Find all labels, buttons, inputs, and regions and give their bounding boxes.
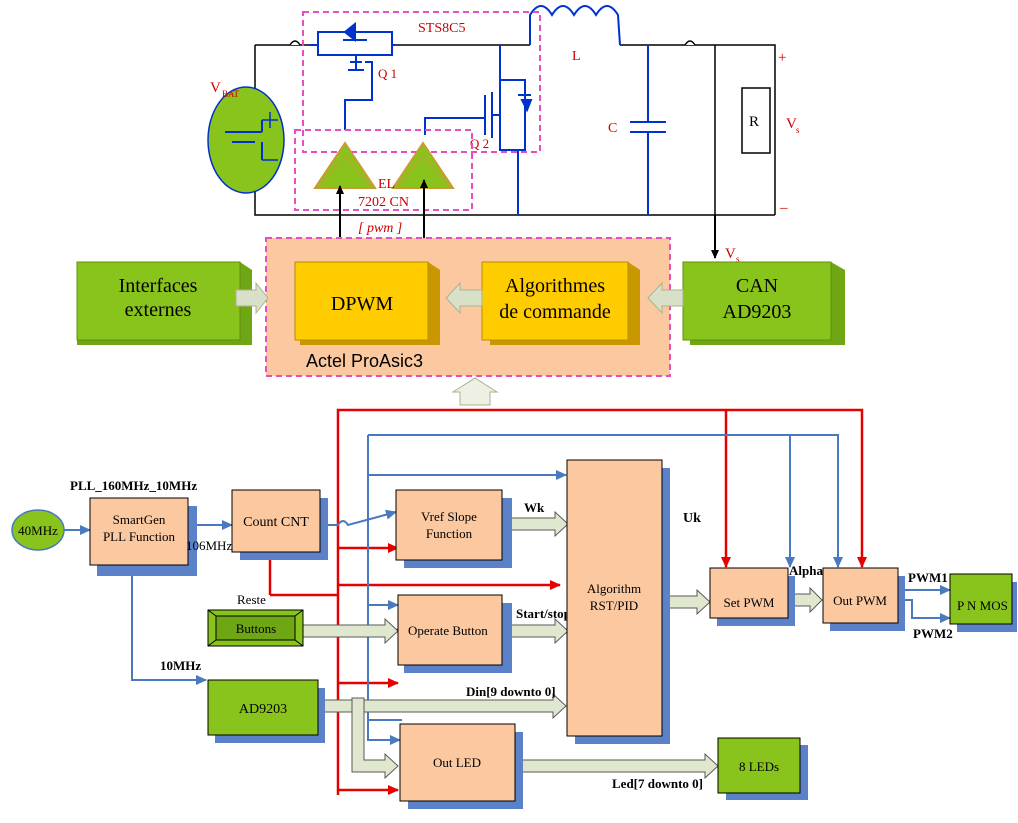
capacitor-symbol	[630, 45, 666, 215]
pwm-bus-label: [ pwm ]	[358, 221, 402, 236]
fpga-section: [ pwm ] Actel ProAsic3 Interfaces extern…	[76, 221, 845, 406]
vs-feedback-label: V	[725, 246, 736, 262]
buttons-bevel	[207, 609, 304, 647]
out-pwm-label: Out PWM	[833, 593, 887, 608]
q1-label: Q 1	[378, 66, 397, 81]
driver-box	[294, 129, 473, 211]
interfaces-label-1: Interfaces	[119, 275, 198, 297]
battery-terminals	[262, 112, 278, 161]
led-bus-arrow	[514, 752, 719, 780]
alpha-label: Alpha	[789, 563, 823, 578]
pnmos-block	[949, 573, 1013, 625]
buttons-label: Buttons	[236, 621, 276, 636]
battery-label: V	[210, 80, 221, 96]
inductor-symbol	[529, 5, 621, 46]
ad9203-label: AD9203	[239, 702, 287, 717]
set-pwm-label: Set PWM	[724, 595, 775, 610]
ad9203-block	[207, 679, 319, 736]
inductor-label: L	[572, 49, 581, 64]
uk-label: Uk	[683, 511, 701, 526]
out-pwm-block	[822, 567, 899, 624]
buttons-to-operate-arrow	[301, 617, 399, 645]
vref-label-2: Function	[426, 526, 473, 541]
can-label-2: AD9203	[723, 301, 792, 323]
ad-to-led-arrow	[351, 697, 399, 780]
pll-label-2: PLL Function	[103, 529, 176, 544]
din-bus-arrow	[309, 692, 567, 720]
resistor-symbol	[741, 87, 771, 154]
out-led-block	[399, 723, 516, 802]
mosfet-package-label: STS8C5	[418, 21, 465, 36]
top-wire-right	[620, 44, 776, 215]
fpga-name: Actel ProAsic3	[306, 351, 423, 371]
interfaces-block	[76, 261, 241, 341]
battery-label-sub: BAT	[222, 89, 240, 99]
can-to-algo-arrow	[647, 281, 684, 315]
up-block-arrow	[451, 377, 499, 406]
algorithm-label-2: RST/PID	[590, 598, 638, 613]
algorithm-block	[566, 459, 663, 737]
pll-label-1: SmartGen	[113, 512, 166, 527]
q2-label: Q 2	[470, 136, 489, 151]
output-voltage-label: V	[786, 116, 797, 132]
start-stop-label: Start/stop	[516, 606, 571, 621]
interfaces-to-dpwm-arrow	[235, 281, 269, 315]
pnmos-label: P N MOS	[957, 598, 1008, 613]
led-bus-label: Led[7 downto 0]	[612, 776, 703, 791]
pll-block	[89, 497, 189, 566]
plus-sign: +	[778, 50, 786, 66]
wire-bump	[684, 40, 696, 46]
battery-icon	[207, 86, 285, 194]
algo-block	[481, 261, 629, 341]
oscillator-icon	[11, 509, 65, 551]
algo-label-2: de commande	[499, 301, 611, 323]
oscillator-label: 40MHz	[18, 523, 58, 538]
minus-sign: –	[779, 200, 788, 216]
operate-block	[397, 594, 503, 666]
dpwm-block	[294, 261, 429, 341]
battery-plates	[225, 120, 263, 160]
interfaces-label-2: externes	[125, 299, 192, 321]
power-circuit: L C R + – V s V BAT Q 1	[207, 5, 800, 264]
driver-label-2: 7202 CN	[358, 195, 409, 210]
output-voltage-sub: s	[796, 125, 800, 135]
pll-title: PLL_160MHz_10MHz	[70, 478, 197, 493]
leds-label: 8 LEDs	[739, 759, 779, 774]
vs-feedback-sub: s	[736, 254, 740, 264]
reste-label: Reste	[237, 592, 266, 607]
set-pwm-block	[709, 567, 789, 619]
resistor-label: R	[749, 114, 759, 130]
driver-triangle-1-inner	[316, 155, 374, 189]
vref-block	[395, 489, 503, 561]
algo-label-1: Algorithmes	[505, 275, 605, 297]
mosfet-q1	[310, 21, 395, 130]
buttons-inner	[215, 615, 296, 641]
out-led-label: Out LED	[433, 755, 481, 770]
driver-label-1: EL	[378, 177, 395, 192]
count-block	[231, 489, 321, 553]
din-label: Din[9 downto 0]	[466, 684, 556, 699]
capacitor-label: C	[608, 121, 617, 136]
wire-bump	[289, 40, 301, 46]
freq-10-label: 10MHz	[160, 658, 201, 673]
operate-label: Operate Button	[408, 623, 488, 638]
pwm2-label: PWM2	[913, 626, 953, 641]
freq-106-label: 106MHz	[186, 538, 232, 553]
ground-wire	[254, 45, 775, 216]
pwm1-label: PWM1	[908, 570, 948, 585]
count-label: Count CNT	[243, 515, 309, 530]
vref-label-1: Vref Slope	[421, 509, 477, 524]
algo-to-dpwm-arrow	[445, 281, 483, 315]
algorithm-label-1: Algorithm	[587, 581, 641, 596]
leds-block	[717, 737, 801, 794]
dpwm-label: DPWM	[331, 293, 393, 315]
wk-label: Wk	[524, 500, 545, 515]
block-diagram: 40MHz PLL_160MHz_10MHz SmartGen PLL Func…	[11, 408, 1017, 809]
can-label-1: CAN	[736, 275, 778, 297]
